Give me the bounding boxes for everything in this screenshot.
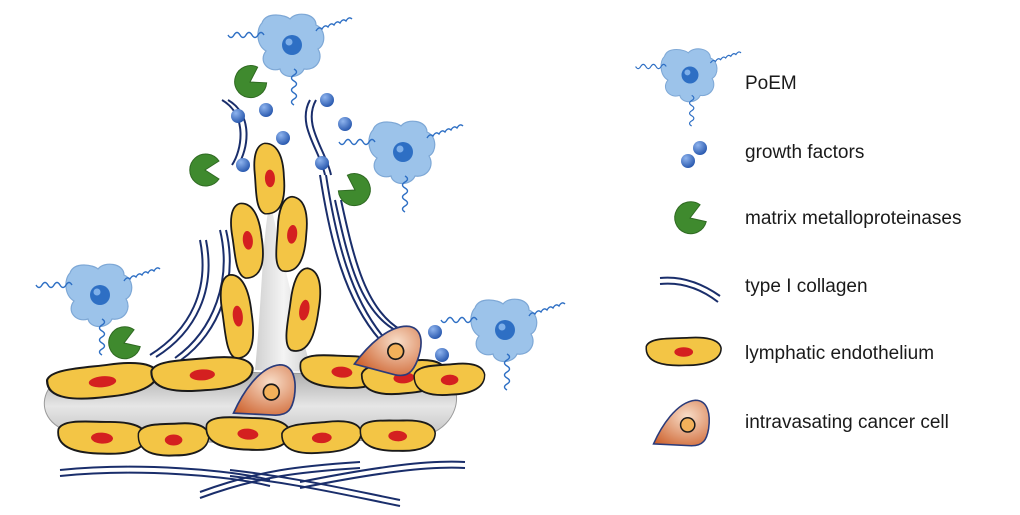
growth-factor [276, 131, 290, 145]
growth-factor [315, 156, 329, 170]
growth-factor [236, 158, 250, 172]
growth-factor-icon [681, 141, 707, 168]
endothelial-cell [217, 272, 258, 361]
growth-factor [428, 325, 442, 339]
growth-factor [231, 109, 245, 123]
legend-label-collagen: type I collagen [745, 276, 868, 297]
matrix-metalloproteinase-icon [669, 197, 710, 239]
growth-factor [338, 117, 352, 131]
legend-item-growth-factors: growth factors [681, 141, 864, 168]
legend-item-endothelium: lymphatic endothelium [645, 336, 934, 367]
mmp-molecule [228, 60, 271, 104]
growth-factor [320, 93, 334, 107]
endothelial-cell [56, 418, 148, 457]
mmp-molecule [103, 322, 144, 364]
growth-factor [259, 103, 273, 117]
endothelial-cell [204, 413, 292, 454]
poem-cell-icon [635, 48, 742, 127]
cancer-cell-icon [652, 399, 710, 447]
endothelial-cell [137, 422, 210, 457]
mmp-molecule [334, 168, 377, 212]
endothelial-cell [280, 418, 364, 456]
collagen-fiber-icon [659, 276, 721, 303]
endothelial-cell [358, 417, 437, 454]
legend-item-cancer-cell: intravasating cancer cell [652, 399, 949, 447]
mmp-molecule [189, 153, 220, 187]
lymphatic-vessel-illustration [35, 13, 566, 507]
legend-item-collagen: type I collagen [659, 276, 868, 303]
endothelial-cell-icon [645, 336, 722, 367]
poem-cell [35, 263, 161, 356]
endothelial-cell [252, 141, 287, 216]
growth-factor [435, 348, 449, 362]
endothelial-cell [412, 361, 487, 397]
legend-item-poem: PoEM [635, 48, 797, 127]
legend-label-endothelium: lymphatic endothelium [745, 343, 934, 364]
legend: PoEM growth factors matrix metalloprotei… [635, 48, 961, 447]
legend-label-mmp: matrix metalloproteinases [745, 208, 961, 229]
legend-item-mmp: matrix metalloproteinases [669, 197, 961, 239]
legend-label-cancer-cell: intravasating cancer cell [745, 412, 949, 433]
legend-label-poem: PoEM [745, 73, 797, 94]
legend-label-growth-factors: growth factors [745, 142, 864, 163]
endothelial-cell [227, 200, 267, 281]
endothelial-cell [281, 265, 327, 355]
